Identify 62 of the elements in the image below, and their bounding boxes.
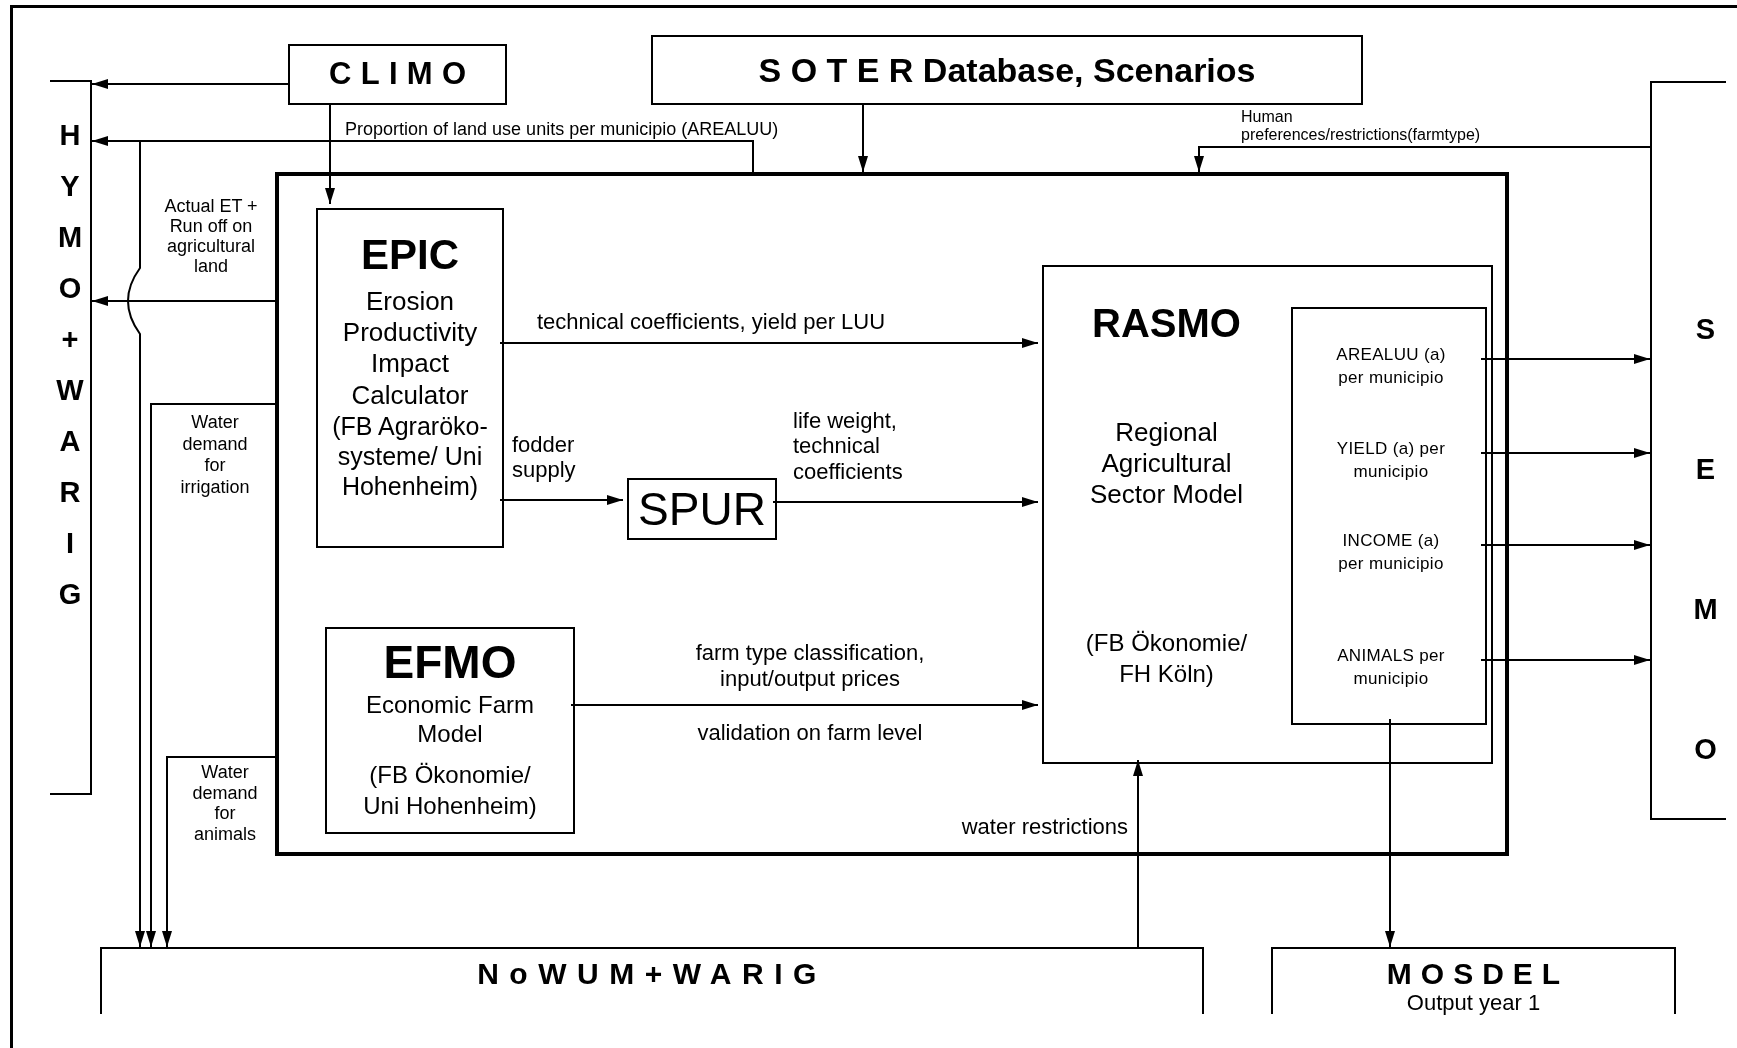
- output-box: [1291, 307, 1487, 725]
- arrow: [858, 104, 868, 173]
- vertical-title: SEMO: [1692, 312, 1719, 767]
- edge-label: Proportion of land use units per municipio (AREALUU): [345, 118, 779, 141]
- box-title: SPUR: [638, 486, 766, 532]
- arrow: [499, 495, 624, 505]
- output-text: ANIMALS per municipio: [1336, 645, 1446, 690]
- box-text: Output year 1: [1406, 989, 1541, 1017]
- vertical-title: HYMO+WARIG: [56, 118, 84, 612]
- bracket-box: [1271, 947, 1676, 1014]
- bracket-box: [100, 947, 1204, 1014]
- box-title: RASMO: [1091, 303, 1242, 343]
- box-title: EFMO: [383, 639, 517, 685]
- output-text: AREALUU (a) per municipio: [1335, 344, 1447, 389]
- edge-label: Actual ET + Run off on agricultural land: [163, 196, 259, 277]
- edge-label: Human preferences/restrictions(farmtype): [1241, 108, 1482, 145]
- box-title: MOSDEL: [1385, 959, 1570, 989]
- box-title: NoWUM+WARIG: [477, 959, 827, 992]
- box-text: Regional Agricultural Sector Model: [1088, 417, 1245, 511]
- arrow: [1385, 718, 1395, 948]
- edge-label: water restrictions: [960, 813, 1128, 841]
- output-text: YIELD (a) per municipio: [1335, 438, 1447, 483]
- edge-label: farm type classification, input/output prices: [694, 640, 926, 693]
- box-text: Economic Farm Model: [364, 691, 535, 749]
- arrow: [1480, 540, 1651, 550]
- model-box: [316, 208, 504, 548]
- bracket-box: [1650, 81, 1726, 820]
- model-box: [288, 44, 507, 105]
- edge-label: life weight, technical coefficients: [793, 408, 904, 484]
- arrow: [1480, 354, 1651, 364]
- arrow: [499, 338, 1039, 348]
- arrow: [127, 140, 754, 948]
- arrow: [570, 700, 1039, 710]
- box-text: (FB Agraröko- systeme/ Uni Hohenheim): [331, 410, 489, 501]
- arrow: [1480, 448, 1651, 458]
- arrow: [162, 756, 276, 948]
- box-text: (FB Ökonomie/ Uni Hohenheim): [362, 759, 538, 821]
- model-box: [325, 627, 575, 834]
- arrow: [1133, 759, 1143, 948]
- box-title: EPIC: [361, 234, 459, 276]
- bracket-box: [50, 80, 92, 795]
- box-title: CLIMO: [327, 55, 476, 94]
- arrow: [1194, 146, 1651, 173]
- edge-label: Water demand for irrigation: [179, 412, 251, 499]
- box-text: (FB Ökonomie/ FH Köln): [1084, 628, 1249, 690]
- edge-label: fodder supply: [512, 432, 577, 483]
- arrow: [91, 296, 276, 306]
- note-text: validation on farm level: [696, 719, 924, 747]
- output-text: INCOME (a) per municipio: [1337, 530, 1445, 575]
- model-box: [1042, 265, 1493, 764]
- database-box: [651, 35, 1363, 105]
- box-title: S O T E R Database, Scenarios: [758, 49, 1256, 91]
- arrow: [1480, 655, 1651, 665]
- arrow: [146, 403, 276, 948]
- system-frame: [275, 172, 1509, 856]
- model-box: [627, 478, 777, 540]
- arrow: [91, 79, 289, 89]
- edge-label: Water demand for animals: [191, 762, 259, 845]
- arrow: [772, 497, 1039, 507]
- box-text: Erosion Productivity Impact Calculator: [341, 286, 479, 411]
- edge-label: technical coefficients, yield per LUU: [537, 308, 886, 336]
- arrow: [325, 104, 335, 205]
